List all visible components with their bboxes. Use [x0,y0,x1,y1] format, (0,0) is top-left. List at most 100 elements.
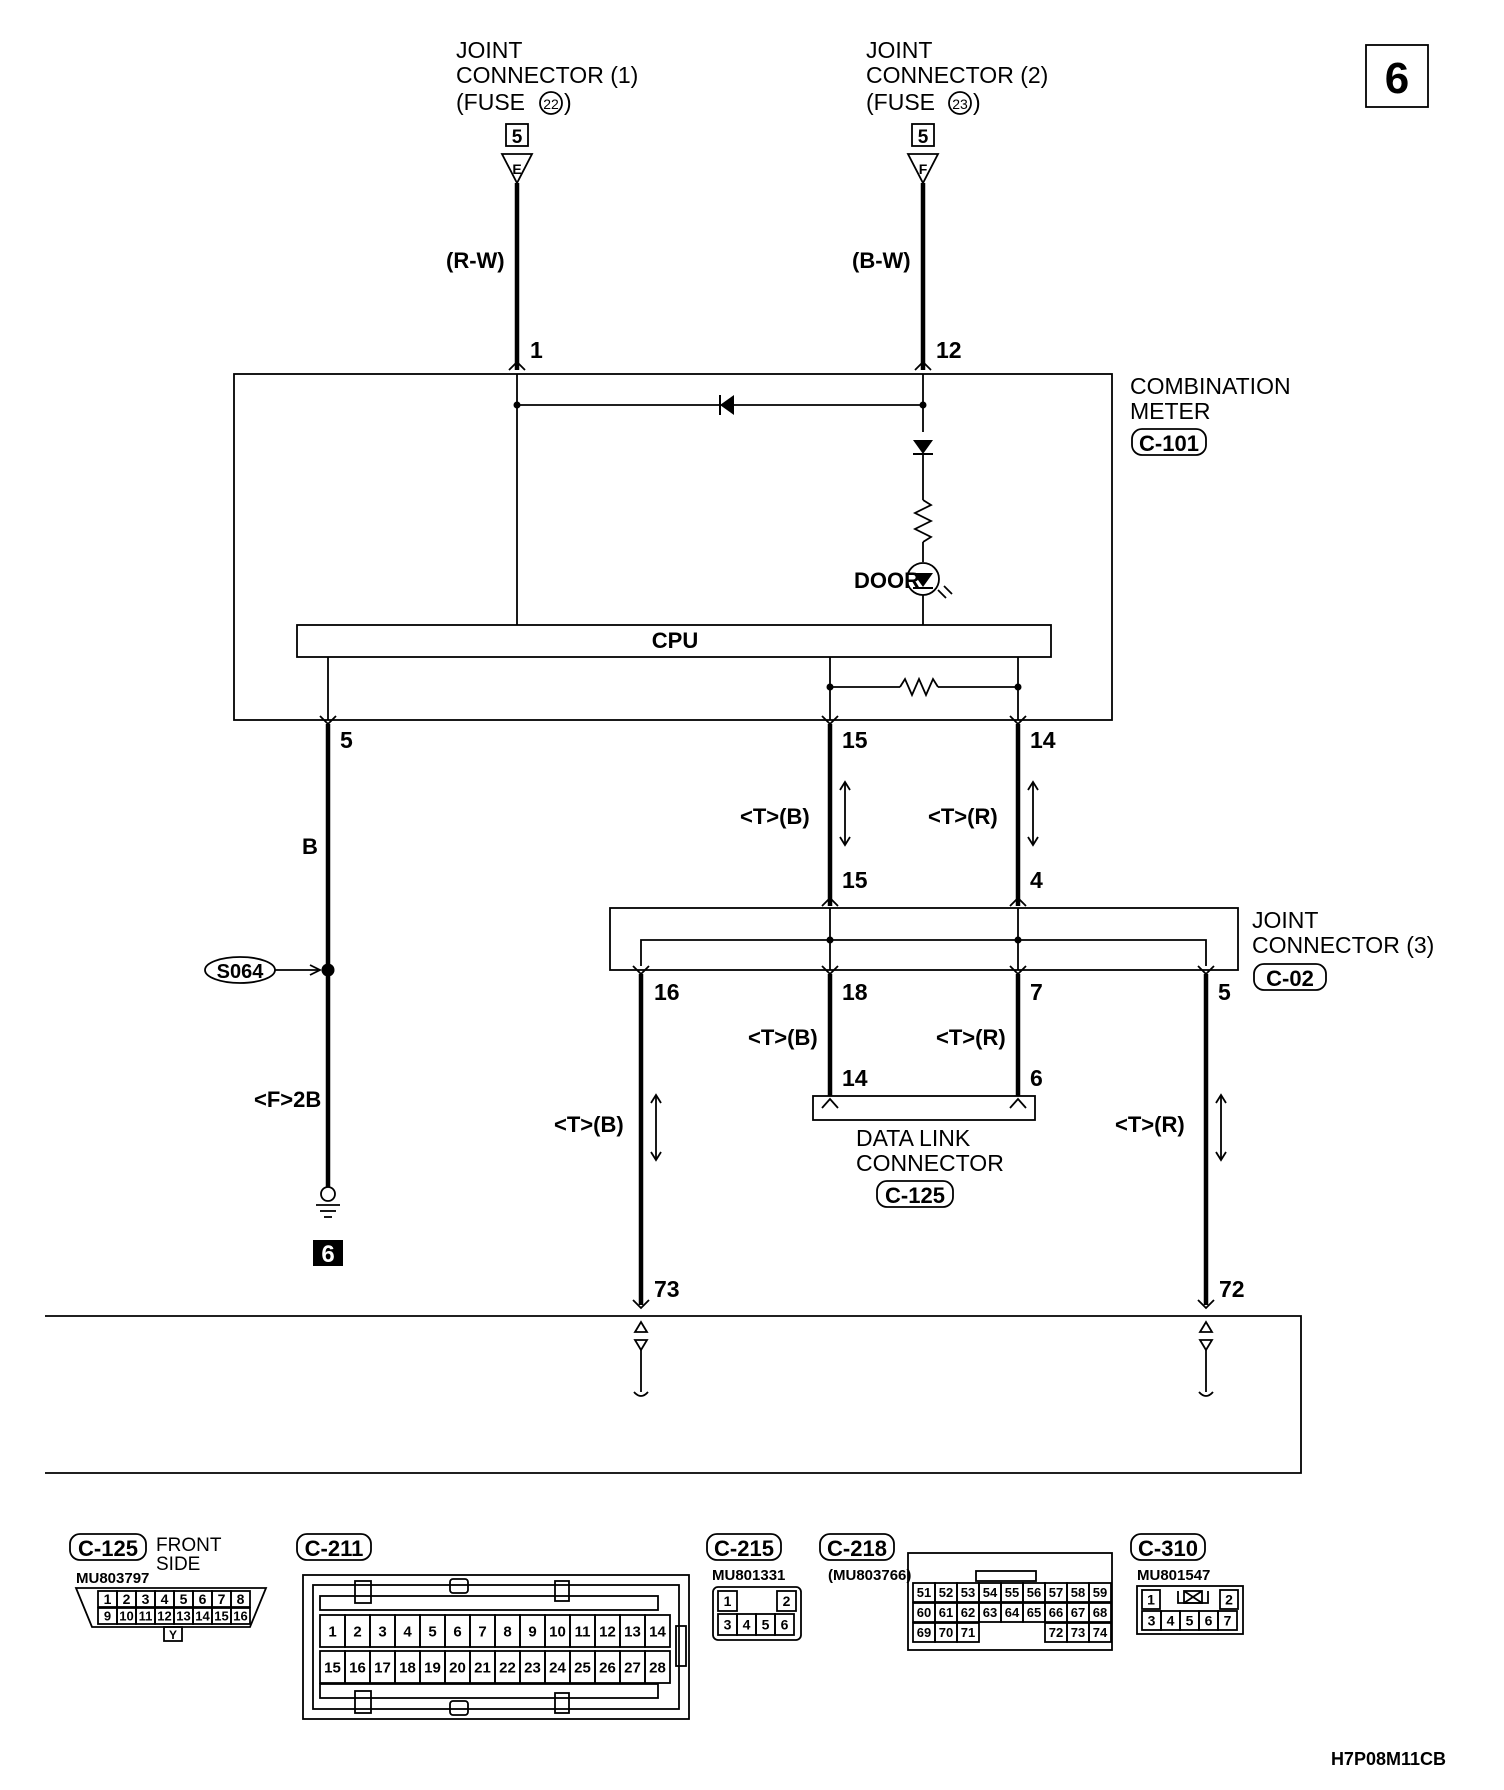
connector-cell [1217,1610,1238,1631]
wire-label-tr3: <T>(R) [1115,1112,1185,1137]
combination-meter: COMBINATION METER C-101 DOOR CPU [233,373,1291,721]
wire-label-rw: (R-W) [446,248,505,273]
connector-cell-label: 23 [524,1659,541,1676]
connector-cell-label: 6 [781,1617,789,1633]
svg-text:6: 6 [1385,54,1409,103]
svg-text:(FUSE: (FUSE [456,89,525,115]
connector-cell-label: 11 [139,1609,153,1624]
connector-cell-label: 70 [939,1625,953,1640]
connector-cell-label: 67 [1071,1605,1085,1620]
connector-cell-label: 64 [1005,1605,1020,1620]
joint-connector-2-source: JOINT CONNECTOR (2) (FUSE 23 ) 5 F [866,37,1048,185]
pin-14-dlc: 14 [842,1065,868,1091]
wire-label-bw: (B-W) [852,248,911,273]
connector-cell-label: 12 [599,1623,616,1640]
connector-cell-label: 66 [1049,1605,1063,1620]
pin-73: 73 [654,1276,680,1302]
connector-cell-label: 25 [574,1659,591,1676]
connector-cell-label: 1 [724,1593,732,1609]
svg-text:22: 22 [543,96,559,112]
connector-cell-label: 8 [503,1623,511,1640]
connector-cell [1088,1582,1112,1603]
page-badge: 6 [1365,44,1429,108]
diagram-code: H7P08M11CB [1331,1749,1446,1769]
connector-cell-label: 22 [499,1659,516,1676]
svg-text:MU801547: MU801547 [1137,1567,1210,1584]
connector-cell-label: 4 [1167,1613,1175,1629]
connector-cell [230,1607,251,1625]
connector-cell-label: 62 [961,1605,975,1620]
pin-18: 18 [842,979,868,1005]
connector-cell [776,1590,797,1612]
svg-text:SIDE: SIDE [156,1554,200,1575]
svg-text:23: 23 [952,96,968,112]
pin-15-meter: 15 [842,727,868,753]
svg-text:MU803797: MU803797 [76,1570,149,1587]
connector-cell-label: 4 [403,1623,412,1640]
connector-cell-label: 16 [233,1609,247,1624]
wire-label-tb1: <T>(B) [740,804,810,829]
connector-cell-label: 69 [917,1625,931,1640]
connector-key-label: Y [169,1628,177,1642]
pin-5: 5 [340,727,353,753]
connector-cell-label: 65 [1027,1605,1041,1620]
connector-cell [1088,1602,1112,1623]
connector-cell-label: 51 [917,1585,931,1600]
connector-cell-label: 61 [939,1605,953,1620]
svg-text:CONNECTOR: CONNECTOR [856,1150,1004,1176]
pin-12: 12 [936,337,962,363]
svg-text:METER: METER [1130,398,1211,424]
connector-cell-label: 9 [104,1609,111,1624]
svg-text:C-211: C-211 [305,1536,364,1561]
connector-cell-label: 18 [399,1659,416,1676]
connector-cell-label: 17 [374,1659,391,1676]
connector-cell-label: 1 [328,1623,336,1640]
connector-cell-label: 71 [961,1625,975,1640]
pin-72: 72 [1219,1276,1245,1302]
svg-text:): ) [564,89,572,115]
pin-6-dlc: 6 [1030,1065,1043,1091]
svg-text:CONNECTOR (3): CONNECTOR (3) [1252,932,1434,958]
joint-connector-3: JOINT CONNECTOR (3) C-02 [609,907,1434,991]
wire-label-tr1: <T>(R) [928,804,998,829]
svg-text:CPU: CPU [652,628,698,653]
connector-cell-label: 54 [983,1585,998,1600]
connector-cell-label: 20 [449,1659,466,1676]
svg-text:5: 5 [512,127,523,148]
connector-cell-label: 3 [378,1623,386,1640]
connector-cell-label: 8 [237,1591,245,1607]
svg-text:(MU803766): (MU803766) [828,1567,911,1584]
connector-cell-label: 11 [575,1623,591,1640]
connector-cell-label: 9 [528,1623,536,1640]
connector-cell [717,1590,738,1612]
connector-key [163,1626,183,1642]
connector-cell-label: 7 [1224,1613,1232,1629]
svg-text:(FUSE: (FUSE [866,89,935,115]
connector-cell-label: 1 [104,1591,112,1607]
pin-14-meter: 14 [1030,727,1056,753]
connector-cell-label: 26 [599,1659,616,1676]
connector-cell-label: 2 [1225,1592,1233,1608]
svg-text:5: 5 [918,127,929,148]
pin-1: 1 [530,337,543,363]
connector-cell-label: 2 [783,1593,791,1609]
connector-cell [230,1590,251,1608]
connector-cell-label: 27 [624,1659,641,1676]
connector-cell-label: 4 [161,1591,169,1607]
connector-cell-label: 53 [961,1585,975,1600]
connector-cell-label: 28 [649,1659,666,1676]
svg-text:CONNECTOR (2): CONNECTOR (2) [866,62,1048,88]
cpu-block [296,624,1052,658]
svg-text:DATA LINK: DATA LINK [856,1125,971,1151]
connector-cell-label: 58 [1071,1585,1085,1600]
connector-cell-label: 15 [324,1659,341,1676]
connector-cell [644,1614,671,1648]
connector-cell-label: 63 [983,1605,997,1620]
connector-cell-label: 2 [123,1591,131,1607]
pin-15-jc3: 15 [842,867,868,893]
door-lamp-label: DOOR [854,568,920,593]
